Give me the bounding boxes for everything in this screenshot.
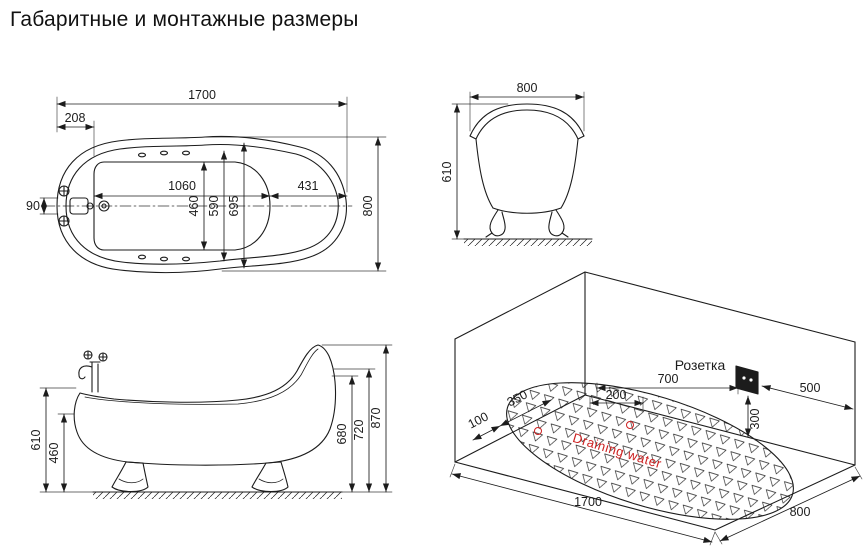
claw-feet	[111, 461, 289, 493]
plan-view: 1700 208 1060 431 90 460 590 695	[26, 88, 387, 274]
dim-line	[451, 473, 713, 543]
tub-side-rim-inner	[84, 348, 319, 405]
dim-line	[472, 425, 501, 441]
dim-label-faucet-offset: 208	[65, 111, 86, 125]
tub-basin-outline	[93, 161, 271, 251]
wall-top-edges	[454, 271, 856, 343]
install-view: Draining water Розетка 500 300 700 200 3…	[449, 271, 863, 546]
ext-line	[714, 531, 723, 545]
tub-rim-inner-outline	[65, 143, 339, 265]
dim-label-height: 610	[440, 162, 454, 183]
dim-label-floor-width: 800	[790, 505, 811, 519]
jet-holes	[137, 150, 191, 262]
dim-label-width: 800	[517, 81, 538, 95]
dim-line	[761, 385, 854, 410]
dim-label-rim-height-inner: 460	[47, 443, 61, 464]
dim-label-socket-height: 300	[748, 409, 762, 430]
socket-pin	[749, 378, 753, 382]
dim-label-back-height-mid: 720	[352, 420, 366, 441]
power-socket	[735, 365, 759, 395]
ground-hatch	[464, 239, 592, 246]
rim-outer	[469, 103, 585, 137]
dim-label-700: 700	[658, 372, 679, 386]
dim-line	[499, 399, 552, 427]
drain-point	[626, 421, 634, 429]
dim-label-floor-length: 1700	[574, 495, 602, 509]
faucet-side	[78, 350, 108, 393]
tub-side-outline	[73, 344, 337, 466]
side-view: 610 460 680 720 870	[29, 344, 393, 499]
body-right	[560, 138, 579, 209]
rim-end	[469, 135, 477, 140]
ext-line	[449, 463, 456, 478]
dim-label-overall-width: 800	[361, 196, 375, 217]
faucet-plan	[58, 185, 94, 227]
dim-label-100: 100	[466, 409, 491, 431]
dim-label-rim-width: 590	[207, 196, 221, 217]
socket-pin	[742, 376, 746, 380]
ext-line	[709, 531, 716, 546]
drain-symbol	[98, 200, 110, 212]
ext-line	[854, 466, 863, 480]
dim-label-length: 1700	[188, 88, 216, 102]
dim-label-back-height-low: 680	[335, 424, 349, 445]
dim-label-200: 200	[606, 388, 627, 402]
dim-line	[719, 475, 861, 542]
dim-label-rim-height: 610	[29, 430, 43, 451]
dim-label-inner-width: 460	[187, 196, 201, 217]
ground-hatch	[93, 492, 342, 499]
body-left	[475, 138, 494, 209]
dim-label-overall-height: 870	[369, 408, 383, 429]
dim-label-back-length: 431	[298, 179, 319, 193]
front-view: 800 610	[440, 81, 593, 246]
body-bottom	[492, 207, 562, 214]
dim-label-basin-length: 1060	[168, 179, 196, 193]
tub-outer-outline	[56, 135, 347, 274]
rim-end	[577, 135, 585, 140]
page-title: Габаритные и монтажные размеры	[10, 8, 359, 31]
tub-footprint	[506, 382, 794, 520]
dim-label-faucet-width: 90	[26, 199, 40, 213]
rim-inner	[475, 109, 579, 140]
dim-label-socket-side: 500	[800, 381, 821, 395]
socket-label: Розетка	[675, 357, 726, 373]
drain-point	[534, 427, 542, 435]
claw-feet	[485, 209, 569, 238]
dim-label-outer-rim-width: 695	[227, 196, 241, 217]
